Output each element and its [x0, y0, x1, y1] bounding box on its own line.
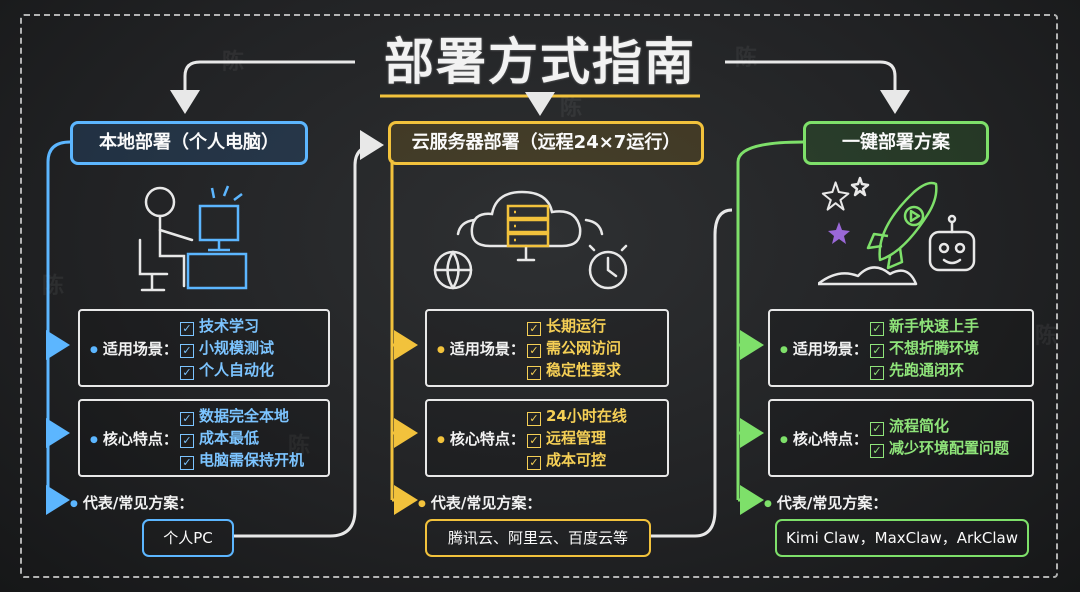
checkbox-icon: ✓ [180, 434, 194, 448]
features-label: 核心特点： [437, 428, 525, 449]
cloud-server-icon [430, 178, 640, 296]
checkbox-icon: ✓ [870, 444, 884, 458]
checkbox-icon: ✓ [527, 434, 541, 448]
checkbox-icon: ✓ [870, 344, 884, 358]
one-click-features-box: 核心特点： ✓流程简化 ✓减少环境配置问题 [768, 399, 1034, 477]
list-item: ✓成本可控 [527, 449, 627, 471]
list-item: ✓远程管理 [527, 427, 627, 449]
features-list: ✓流程简化 ✓减少环境配置问题 [870, 415, 1009, 459]
checkbox-icon: ✓ [870, 322, 884, 336]
list-item: ✓成本最低 [180, 427, 304, 449]
checkbox-icon: ✓ [870, 366, 884, 380]
checkbox-icon: ✓ [527, 322, 541, 336]
checkbox-icon: ✓ [527, 344, 541, 358]
rocket-robot-icon [818, 176, 988, 296]
scenario-list: ✓长期运行 ✓需公网访问 ✓稳定性要求 [527, 315, 621, 381]
list-item: ✓电脑需保持开机 [180, 449, 304, 471]
local-features-box: 核心特点： ✓数据完全本地 ✓成本最低 ✓电脑需保持开机 [78, 399, 330, 477]
local-scenarios-box: 适用场景： ✓技术学习 ✓小规模测试 ✓个人自动化 [78, 309, 330, 387]
page-title: 部署方式指南 [0, 22, 1080, 94]
scenario-label: 适用场景： [780, 338, 868, 359]
list-item: ✓新手快速上手 [870, 315, 979, 337]
examples-label: 代表/常见方案： [418, 492, 541, 513]
scenario-label: 适用场景： [437, 338, 525, 359]
list-item: ✓长期运行 [527, 315, 621, 337]
list-item: ✓数据完全本地 [180, 405, 304, 427]
one-click-deploy-header: 一键部署方案 [803, 121, 989, 165]
cloud-scenarios-box: 适用场景： ✓长期运行 ✓需公网访问 ✓稳定性要求 [425, 309, 669, 387]
examples-label: 代表/常见方案： [70, 492, 193, 513]
checkbox-icon: ✓ [527, 412, 541, 426]
one-click-scenarios-box: 适用场景： ✓新手快速上手 ✓不想折腾环境 ✓先跑通闭环 [768, 309, 1034, 387]
list-item: ✓流程简化 [870, 415, 1009, 437]
checkbox-icon: ✓ [527, 366, 541, 380]
features-list: ✓24小时在线 ✓远程管理 ✓成本可控 [527, 405, 627, 471]
list-item: ✓小规模测试 [180, 337, 274, 359]
checkbox-icon: ✓ [180, 366, 194, 380]
blue-spine [48, 142, 70, 500]
list-item: ✓需公网访问 [527, 337, 621, 359]
scenario-list: ✓技术学习 ✓小规模测试 ✓个人自动化 [180, 315, 274, 381]
list-item: ✓个人自动化 [180, 359, 274, 381]
checkbox-icon: ✓ [180, 456, 194, 470]
list-item: ✓不想折腾环境 [870, 337, 979, 359]
list-item: ✓技术学习 [180, 315, 274, 337]
features-list: ✓数据完全本地 ✓成本最低 ✓电脑需保持开机 [180, 405, 304, 471]
checkbox-icon: ✓ [180, 412, 194, 426]
person-at-computer-icon [122, 178, 252, 296]
one-click-examples: Kimi Claw，MaxClaw，ArkClaw [775, 519, 1029, 557]
scenario-label: 适用场景： [90, 338, 178, 359]
cloud-features-box: 核心特点： ✓24小时在线 ✓远程管理 ✓成本可控 [425, 399, 669, 477]
scenario-list: ✓新手快速上手 ✓不想折腾环境 ✓先跑通闭环 [870, 315, 979, 381]
cloud-deploy-header: 云服务器部署（远程24×7运行） [388, 121, 704, 165]
checkbox-icon: ✓ [180, 322, 194, 336]
checkbox-icon: ✓ [870, 422, 884, 436]
features-label: 核心特点： [780, 428, 868, 449]
examples-label: 代表/常见方案： [764, 492, 887, 513]
list-item: ✓24小时在线 [527, 405, 627, 427]
list-item: ✓减少环境配置问题 [870, 437, 1009, 459]
local-deploy-header: 本地部署（个人电脑） [70, 121, 308, 165]
local-examples: 个人PC [142, 519, 234, 557]
list-item: ✓稳定性要求 [527, 359, 621, 381]
checkbox-icon: ✓ [180, 344, 194, 358]
features-label: 核心特点： [90, 428, 178, 449]
cloud-examples: 腾讯云、阿里云、百度云等 [425, 519, 651, 557]
list-item: ✓先跑通闭环 [870, 359, 979, 381]
checkbox-icon: ✓ [527, 456, 541, 470]
